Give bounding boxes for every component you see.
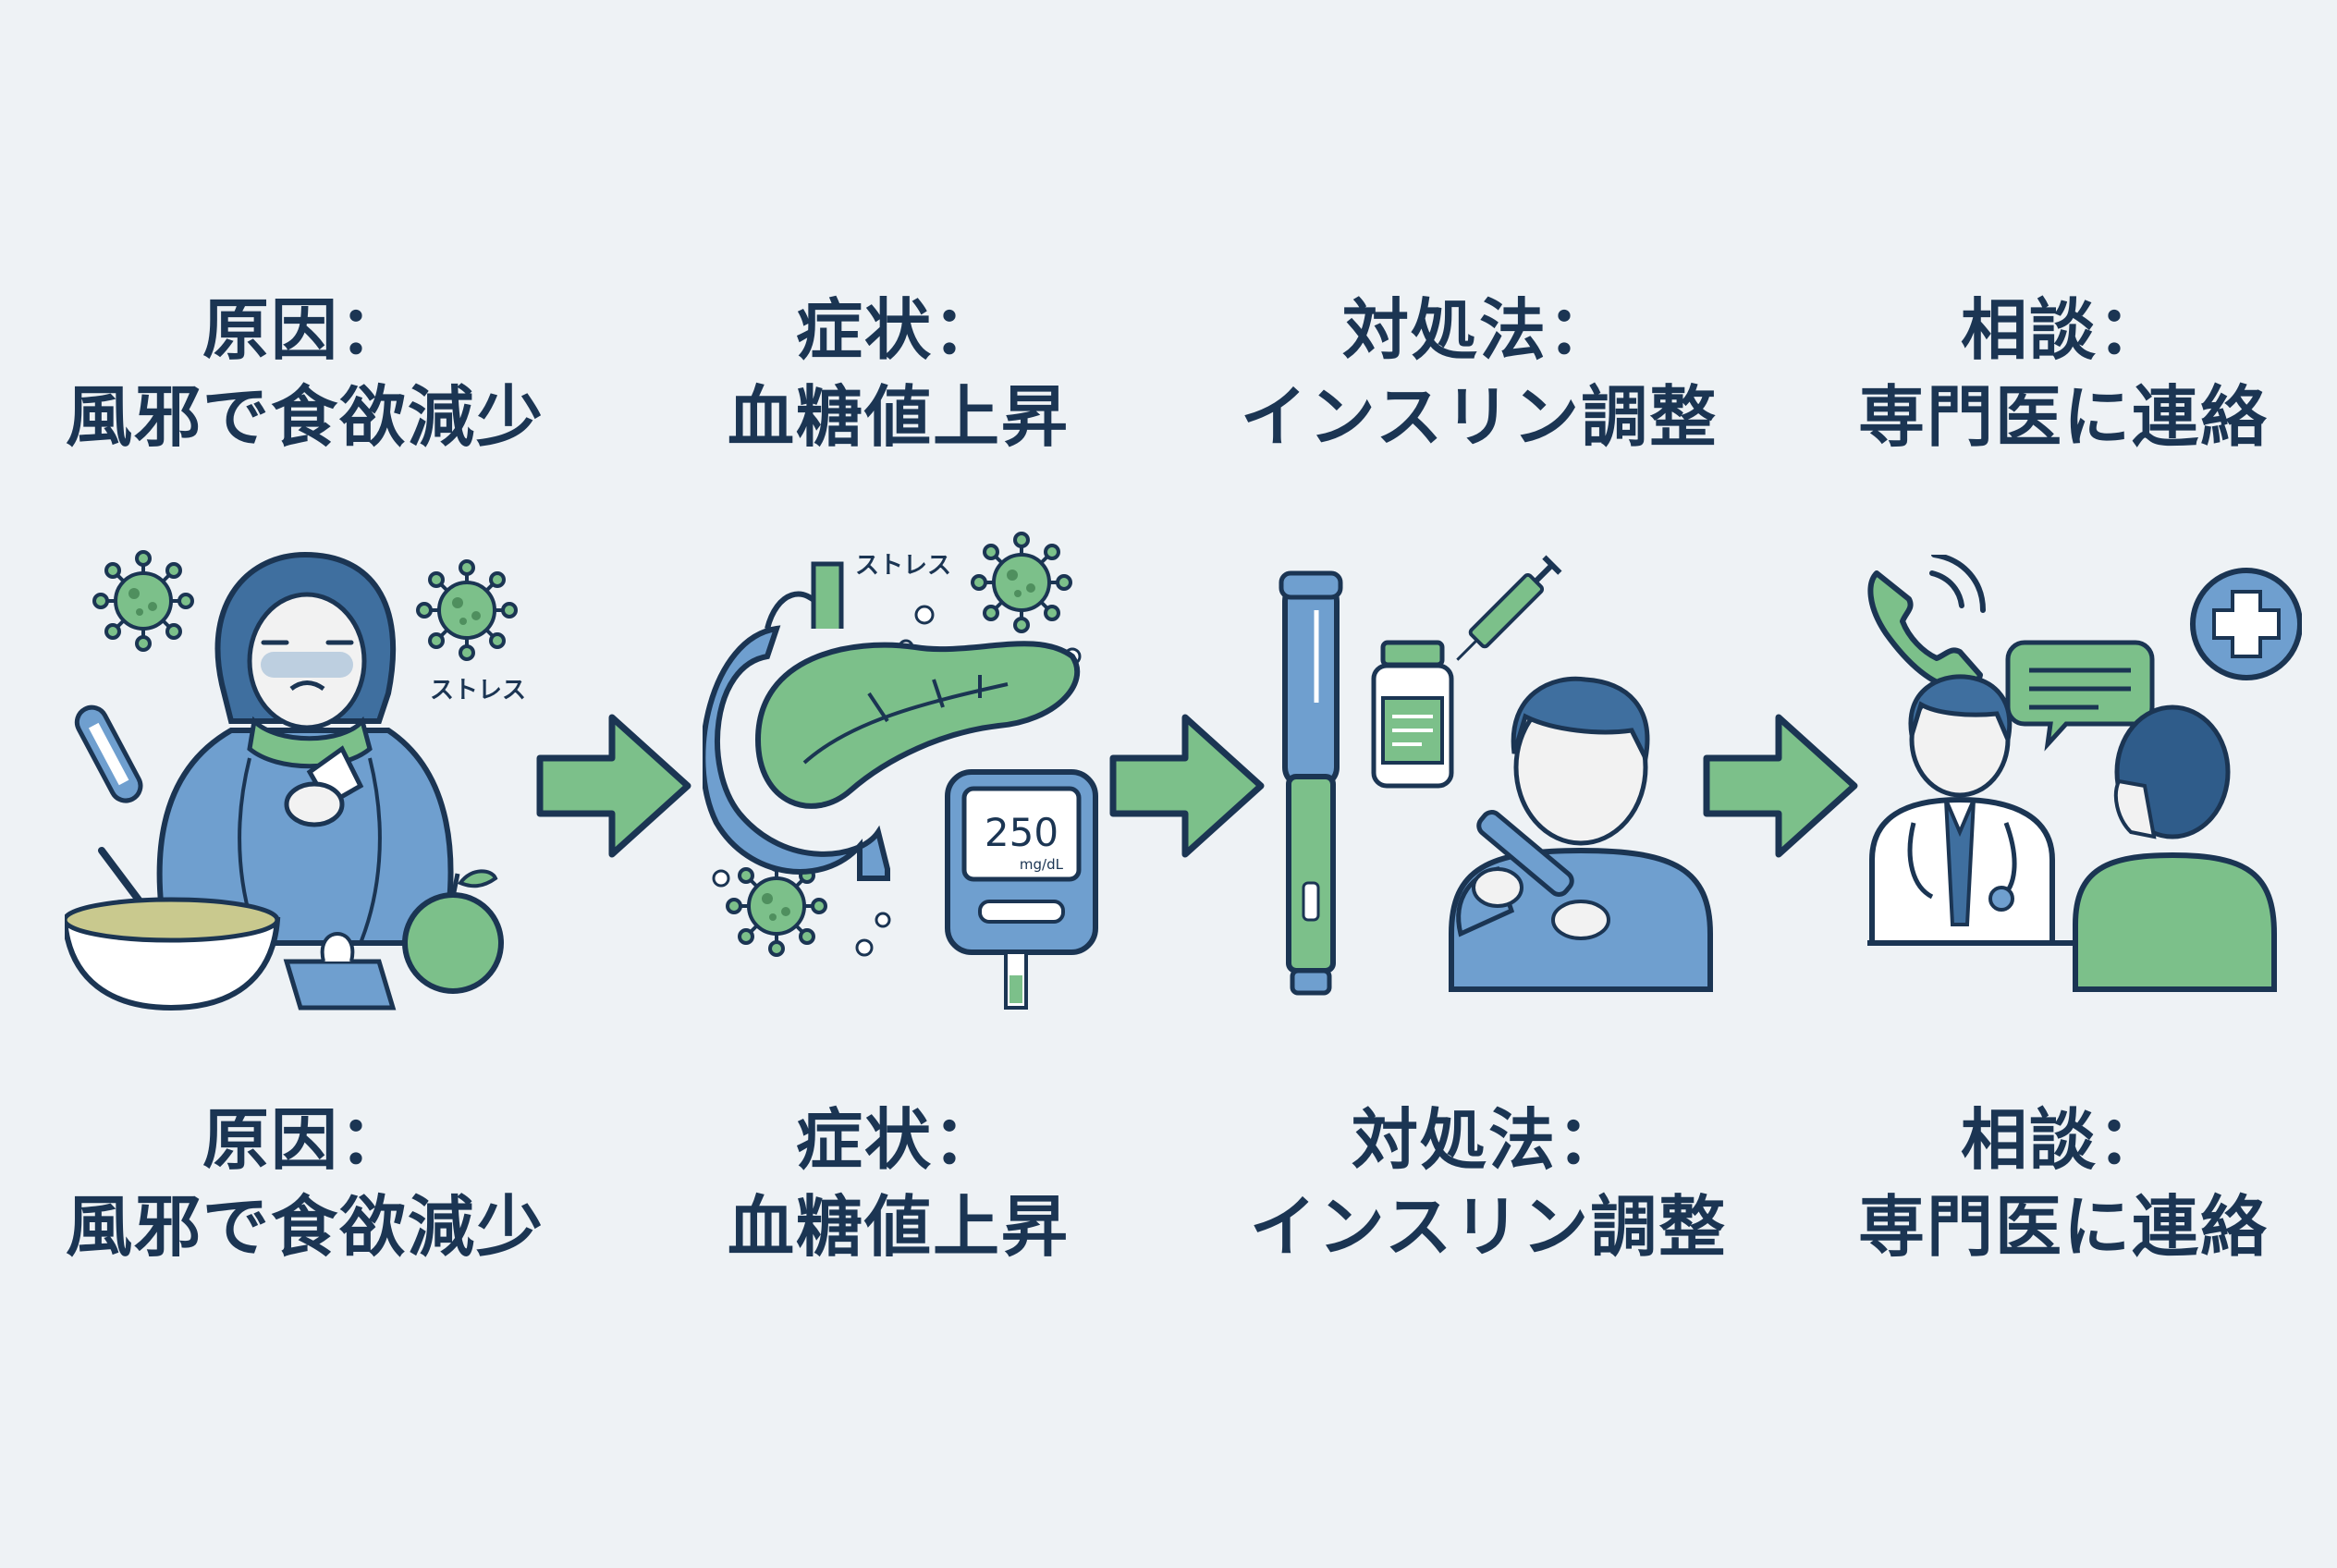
- treatment-title: 対処法：: [1351, 1101, 1625, 1179]
- symptom-title: 症状：: [795, 1101, 1001, 1179]
- cause-label-top: 原因： 風邪で食欲減少: [18, 287, 592, 460]
- meter-unit: mg/dL: [1020, 856, 1064, 873]
- phone-icon: [1867, 555, 1986, 692]
- cause-title: 原因：: [202, 1101, 408, 1179]
- virus-icon: [416, 559, 518, 661]
- treatment-title: 対処法：: [1341, 291, 1616, 369]
- arrow-right-icon: [536, 714, 691, 858]
- cause-label-bottom: 原因： 風邪で食欲減少: [18, 1096, 592, 1270]
- medical-cross-icon: [2190, 568, 2302, 680]
- insulin-illustration: [1279, 555, 1713, 996]
- thermometer-icon: [74, 704, 143, 803]
- consult-label-top: 相談： 専門医に連絡: [1777, 287, 2337, 460]
- cause-title: 原因：: [202, 291, 408, 369]
- chat-bubble-icon: [2005, 640, 2155, 752]
- stress-text: ストレス: [430, 677, 526, 704]
- consult-title: 相談：: [1960, 1101, 2166, 1179]
- consult-detail: 専門医に連絡: [1857, 1188, 2269, 1266]
- duodenum: [703, 625, 890, 881]
- treatment-detail: インスリン調整: [1240, 378, 1719, 456]
- insulin-pen-icon: [1279, 570, 1343, 996]
- apple-icon: [402, 869, 504, 994]
- patient-avatar: [2073, 704, 2277, 992]
- consult-label-bottom: 相談： 専門医に連絡: [1777, 1096, 2337, 1270]
- symptom-detail: 血糖値上昇: [727, 1188, 1070, 1266]
- consultation-illustration: [1867, 555, 2302, 992]
- symptom-title: 症状：: [795, 291, 1001, 369]
- tissue-box-icon: [283, 932, 397, 1011]
- syringe-icon: [1456, 555, 1562, 661]
- treatment-label-bottom: 対処法： インスリン調整: [1202, 1096, 1775, 1270]
- consult-title: 相談：: [1960, 291, 2166, 369]
- sick-person-illustration: ストレス: [65, 550, 526, 1011]
- symptom-label-bottom: 症状： 血糖値上昇: [612, 1096, 1185, 1270]
- soup-bowl-icon: [65, 847, 281, 1011]
- virus-icon: [92, 550, 194, 652]
- treatment-detail: インスリン調整: [1249, 1188, 1728, 1266]
- person-avatar: [1449, 676, 1713, 992]
- cause-detail: 風邪で食欲減少: [65, 1188, 544, 1266]
- symptom-label-top: 症状： 血糖値上昇: [612, 287, 1185, 460]
- meter-value: 250: [985, 810, 1058, 855]
- pancreas-meter-illustration: ストレス 250 mg/dL: [703, 532, 1098, 1010]
- blanket: [156, 728, 454, 946]
- doctor-avatar: [1869, 674, 2055, 946]
- consult-detail: 専門医に連絡: [1857, 378, 2269, 456]
- stress-text: ストレス: [855, 552, 951, 580]
- arrow-right-icon: [1703, 714, 1858, 858]
- treatment-label-top: 対処法： インスリン調整: [1193, 287, 1766, 460]
- cause-detail: 風邪で食欲減少: [65, 378, 544, 456]
- symptom-detail: 血糖値上昇: [727, 378, 1070, 456]
- arrow-right-icon: [1109, 714, 1265, 858]
- glucose-meter-icon: 250 mg/dL: [945, 769, 1098, 1010]
- vial-icon: [1371, 640, 1454, 789]
- virus-icon: [971, 532, 1072, 633]
- pancreas: [754, 641, 1081, 809]
